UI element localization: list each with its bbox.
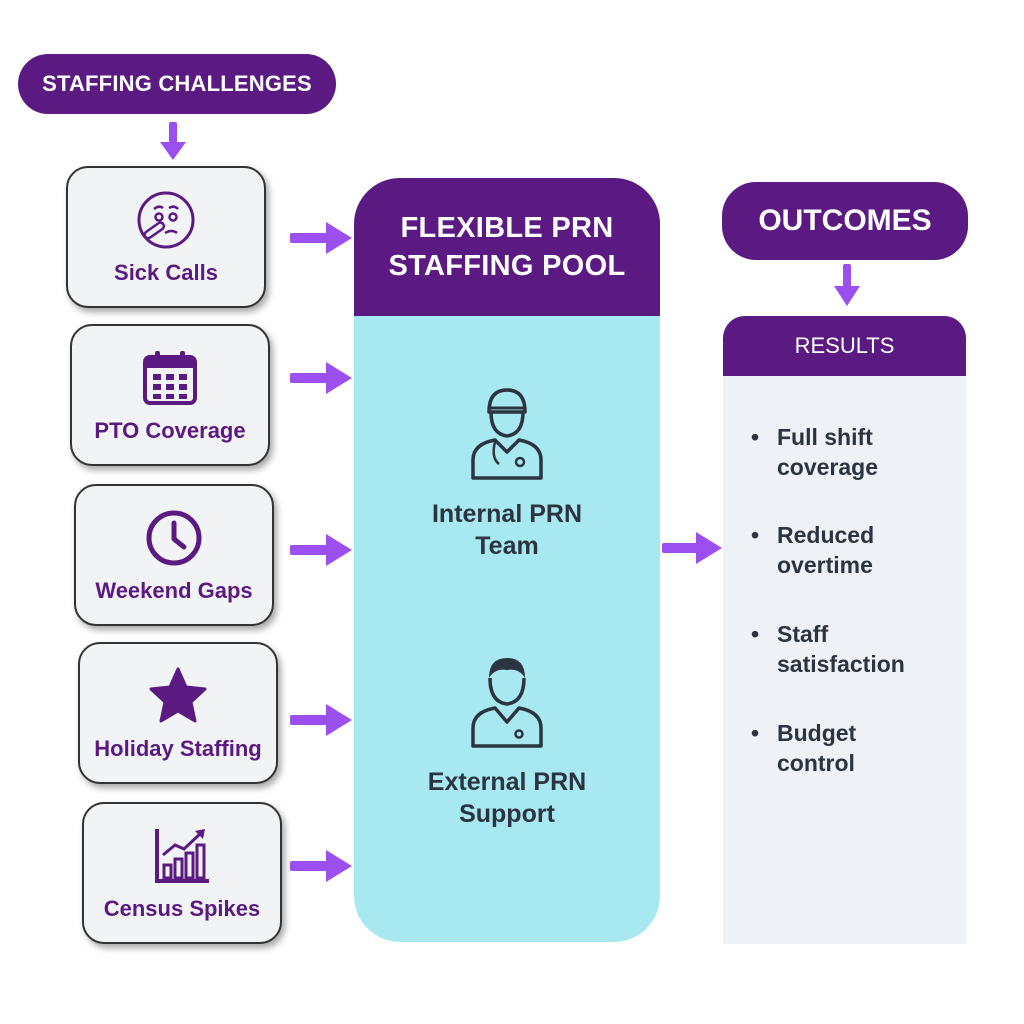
challenge-card-census-spikes: Census Spikes xyxy=(82,802,282,944)
result-text: Reduced overtime xyxy=(777,520,957,580)
pool-item-line2: Support xyxy=(459,800,555,828)
challenge-label: Weekend Gaps xyxy=(95,578,253,603)
pool-item-line1: External PRN xyxy=(427,768,587,796)
pool-item-label: Internal PRN Team xyxy=(432,498,582,562)
result-line1: Budget xyxy=(777,720,857,746)
bullet-icon: • xyxy=(751,621,760,647)
down-arrow-icon xyxy=(160,122,186,160)
result-text: Budget control xyxy=(777,718,957,778)
calendar-icon xyxy=(138,346,202,410)
right-arrow-icon xyxy=(662,532,722,564)
right-arrow-icon xyxy=(290,850,352,882)
pool-item-label: External PRN Support xyxy=(428,766,586,830)
staffing-pool-title: FLEXIBLE PRN STAFFING POOL xyxy=(354,178,660,316)
pool-item-external: External PRN Support xyxy=(354,654,660,830)
right-arrow-icon xyxy=(290,534,352,566)
result-line1: Staff xyxy=(777,621,829,647)
challenge-label: Census Spikes xyxy=(103,896,261,921)
result-item: • Full shift coverage xyxy=(751,422,957,482)
down-arrow-icon xyxy=(834,264,860,306)
outcomes-header: OUTCOMES xyxy=(722,182,968,260)
result-line2: coverage xyxy=(777,454,879,480)
staffing-pool-panel: FLEXIBLE PRN STAFFING POOL Internal PRN … xyxy=(354,178,660,942)
challenge-card-weekend-gaps: Weekend Gaps xyxy=(74,484,274,626)
challenge-card-holiday-staffing: Holiday Staffing xyxy=(78,642,278,784)
bullet-icon: • xyxy=(751,424,760,450)
pool-item-line2: Team xyxy=(475,532,539,560)
pool-title-line1: FLEXIBLE PRN xyxy=(400,212,614,244)
challenge-card-pto-coverage: PTO Coverage xyxy=(70,324,270,466)
right-arrow-icon xyxy=(290,362,352,394)
result-line2: control xyxy=(777,750,855,776)
result-text: Staff satisfaction xyxy=(777,619,957,679)
challenge-label: Sick Calls xyxy=(114,260,218,285)
result-line2: overtime xyxy=(777,552,873,578)
pool-item-line1: Internal PRN xyxy=(431,500,583,528)
bullet-icon: • xyxy=(751,720,760,746)
right-arrow-icon xyxy=(290,704,352,736)
result-item: • Budget control xyxy=(751,718,957,778)
challenge-label: PTO Coverage xyxy=(94,418,246,443)
doctor-icon xyxy=(471,658,543,748)
result-line1: Full shift xyxy=(777,424,873,450)
pool-title-line2: STAFFING POOL xyxy=(388,250,626,282)
result-line2: satisfaction xyxy=(777,651,905,677)
challenge-card-sick-calls: Sick Calls xyxy=(66,166,266,308)
bullet-icon: • xyxy=(751,522,760,548)
right-arrow-icon xyxy=(290,222,352,254)
result-item: • Reduced overtime xyxy=(751,520,957,580)
result-line1: Reduced xyxy=(777,522,875,548)
challenge-label: Holiday Staffing xyxy=(94,736,262,761)
result-text: Full shift coverage xyxy=(777,422,957,482)
nurse-icon xyxy=(471,388,543,480)
sick-face-icon xyxy=(134,188,198,252)
staffing-challenges-header: STAFFING CHALLENGES xyxy=(18,54,336,114)
result-item: • Staff satisfaction xyxy=(751,619,957,679)
results-panel: RESULTS • Full shift coverage • Reduced … xyxy=(723,316,966,944)
growth-chart-icon xyxy=(150,824,214,888)
clock-icon xyxy=(142,506,206,570)
star-icon xyxy=(146,664,210,728)
pool-item-internal: Internal PRN Team xyxy=(354,386,660,562)
results-title: RESULTS xyxy=(723,316,966,376)
